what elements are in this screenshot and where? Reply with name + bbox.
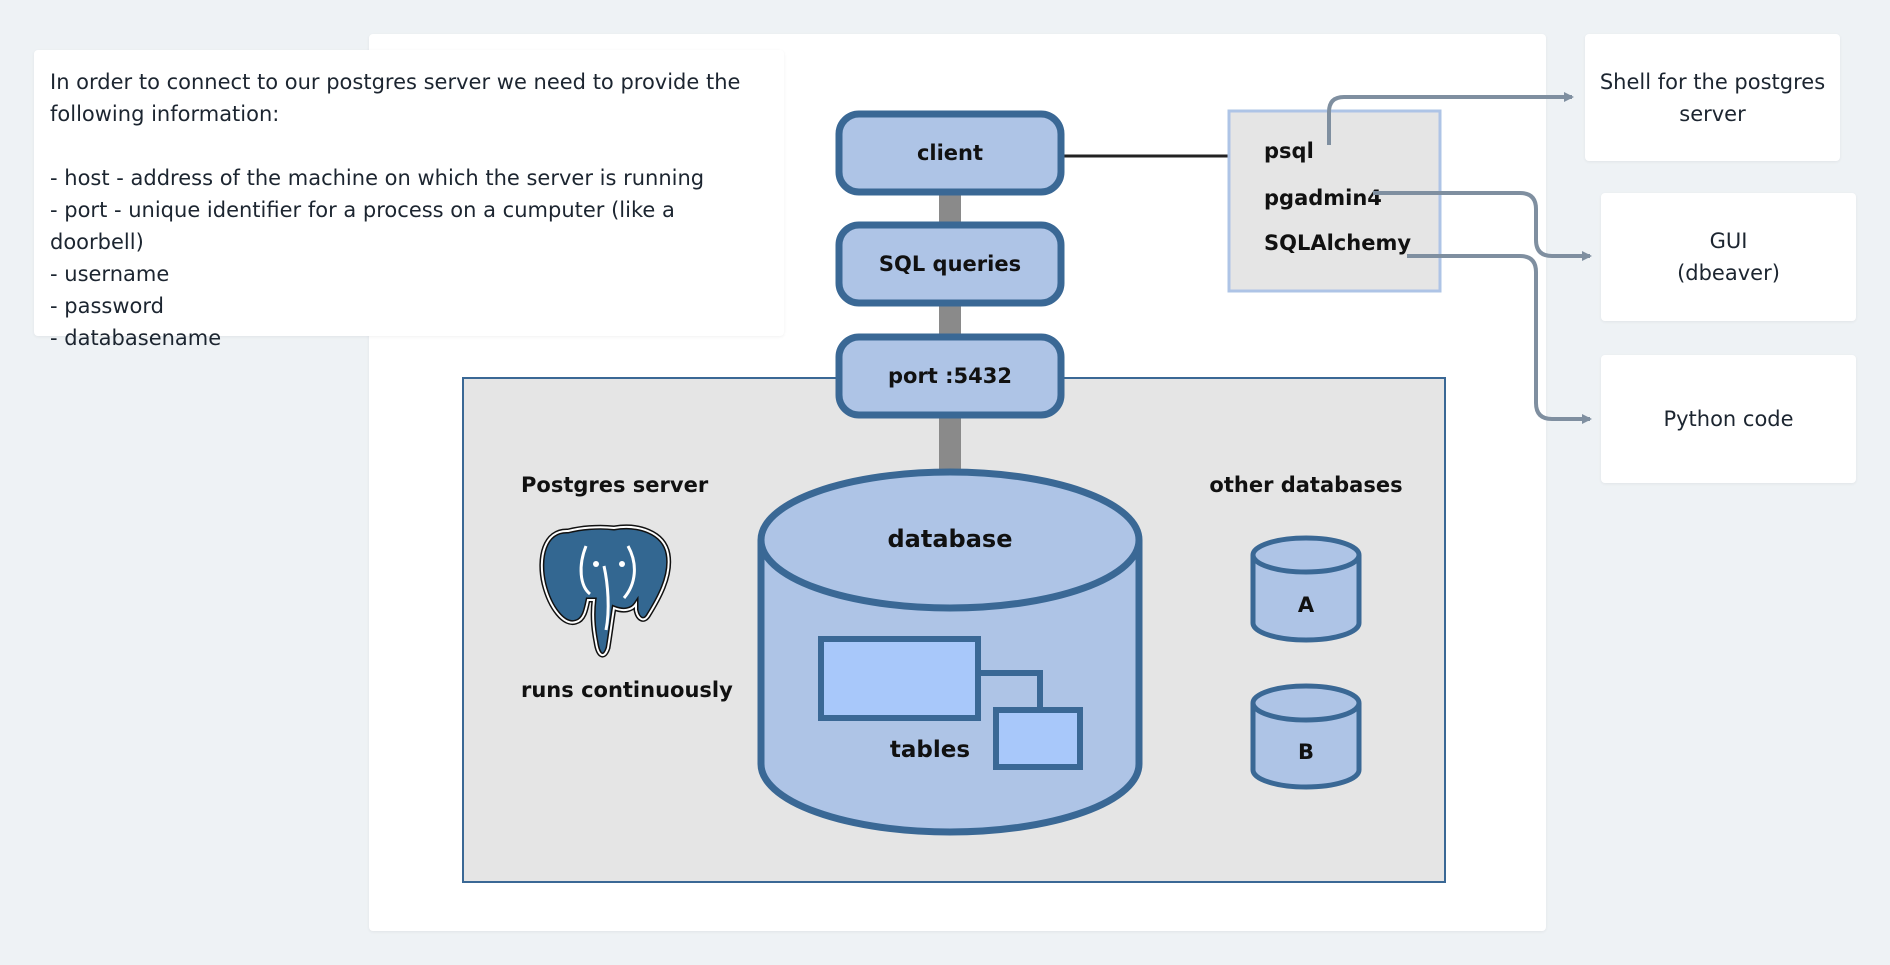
port-label: port :5432 [888, 364, 1012, 388]
info-item-host: - host - address of the machine on which… [50, 166, 705, 190]
other-databases-label: other databases [1209, 473, 1402, 497]
tables-icon [818, 636, 1083, 770]
postgres-elephant-icon [539, 524, 672, 658]
note-shell[interactable]: Shell for the postgres server [1585, 34, 1840, 161]
server-label: Postgres server [521, 473, 709, 497]
info-item-databasename: - databasename [50, 326, 222, 350]
note-shell-text: Shell for the postgres server [1599, 69, 1826, 126]
database-b-cylinder[interactable]: B [1250, 683, 1362, 790]
database-b-label: B [1298, 740, 1314, 764]
client-label: client [917, 141, 983, 165]
sql-queries-box[interactable]: SQL queries [835, 221, 1065, 307]
tables-label: tables [890, 737, 970, 763]
info-item-port: - port - unique identifier for a process… [50, 198, 675, 254]
note-python[interactable]: Python code [1601, 355, 1856, 483]
database-a-label: A [1298, 593, 1315, 617]
client-tools-panel[interactable]: psql pgadmin4 SQLAlchemy [1227, 109, 1442, 293]
client-box[interactable]: client [835, 110, 1065, 196]
port-box[interactable]: port :5432 [835, 333, 1065, 419]
info-note-text: In order to connect to our postgres serv… [50, 66, 775, 354]
runs-label: runs continuously [521, 678, 733, 702]
note-gui-text: GUI (dbeaver) [1677, 229, 1780, 285]
note-gui[interactable]: GUI (dbeaver) [1601, 193, 1856, 321]
arrow-pgadmin-to-gui[interactable] [1373, 191, 1592, 261]
info-item-password: - password [50, 294, 164, 318]
info-list: - host - address of the machine on which… [50, 162, 775, 354]
note-python-text: Python code [1663, 407, 1794, 431]
sql-queries-label: SQL queries [879, 252, 1021, 276]
client-tool-psql[interactable]: psql [1264, 139, 1314, 163]
client-tool-pgadmin4[interactable]: pgadmin4 [1264, 186, 1382, 210]
info-note[interactable]: In order to connect to our postgres serv… [34, 50, 784, 350]
info-intro: In order to connect to our postgres serv… [50, 70, 741, 126]
arrow-psql-to-shell[interactable] [1327, 92, 1574, 145]
arrow-sqlalchemy-to-python[interactable] [1407, 254, 1592, 424]
info-item-username: - username [50, 262, 170, 286]
database-label: database [888, 525, 1013, 553]
client-tool-sqlalchemy[interactable]: SQLAlchemy [1264, 231, 1411, 255]
database-a-cylinder[interactable]: A [1250, 535, 1362, 643]
